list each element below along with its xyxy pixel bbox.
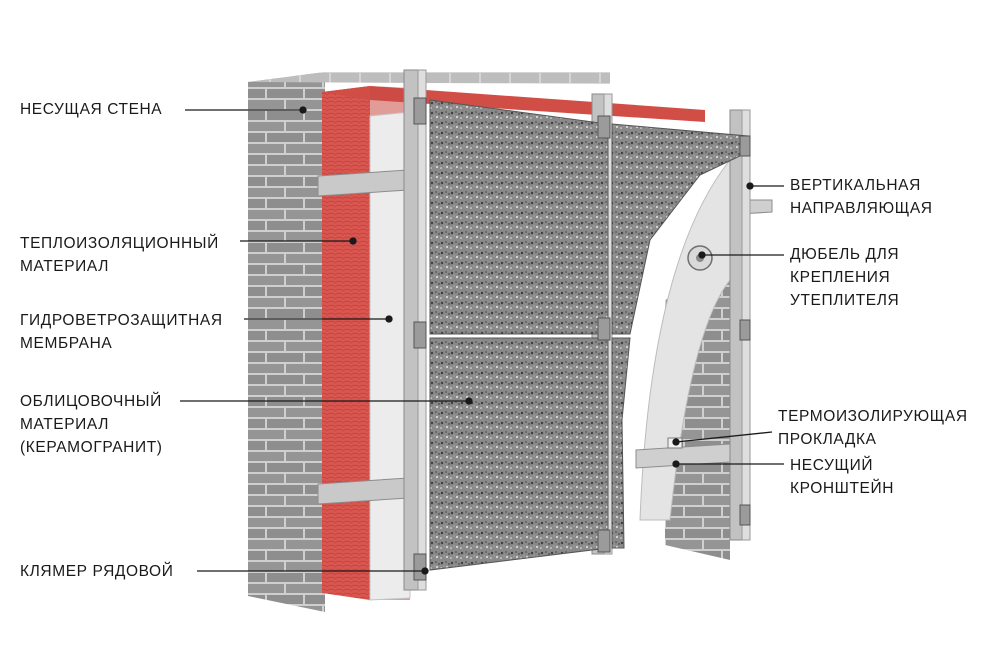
label-wall-line: НЕСУЩАЯ СТЕНА [20, 98, 162, 121]
label-dowel-line: КРЕПЛЕНИЯ [790, 266, 899, 289]
label-cladding-line: ОБЛИЦОВОЧНЫЙ [20, 390, 163, 413]
label-bracket: НЕСУЩИЙ КРОНШТЕЙН [790, 454, 894, 500]
label-cladding-line: (КЕРАМОГРАНИТ) [20, 436, 163, 459]
label-dowel: ДЮБЕЛЬ ДЛЯ КРЕПЛЕНИЯ УТЕПЛИТЕЛЯ [790, 243, 899, 312]
label-clamp-line: КЛЯМЕР РЯДОВОЙ [20, 560, 173, 583]
label-cladding: ОБЛИЦОВОЧНЫЙ МАТЕРИАЛ (КЕРАМОГРАНИТ) [20, 390, 163, 459]
label-cladding-line: МАТЕРИАЛ [20, 413, 163, 436]
label-vertical-rail-line: ВЕРТИКАЛЬНАЯ [790, 174, 933, 197]
label-bracket-line: НЕСУЩИЙ [790, 454, 894, 477]
label-membrane-line: ГИДРОВЕТРОЗАЩИТНАЯ [20, 309, 223, 332]
label-thermal-pad-line: ТЕРМОИЗОЛИРУЮЩАЯ [778, 405, 968, 428]
label-clamp: КЛЯМЕР РЯДОВОЙ [20, 560, 173, 583]
label-dowel-line: ДЮБЕЛЬ ДЛЯ [790, 243, 899, 266]
label-membrane-line: МЕМБРАНА [20, 332, 223, 355]
label-thermal-pad-line: ПРОКЛАДКА [778, 428, 968, 451]
label-thermal-pad: ТЕРМОИЗОЛИРУЮЩАЯ ПРОКЛАДКА [778, 405, 968, 451]
label-vertical-rail: ВЕРТИКАЛЬНАЯ НАПРАВЛЯЮЩАЯ [790, 174, 933, 220]
label-bracket-line: КРОНШТЕЙН [790, 477, 894, 500]
label-dowel-line: УТЕПЛИТЕЛЯ [790, 289, 899, 312]
label-insulation-line: ТЕПЛОИЗОЛЯЦИОННЫЙ [20, 232, 219, 255]
label-vertical-rail-line: НАПРАВЛЯЮЩАЯ [790, 197, 933, 220]
label-insulation: ТЕПЛОИЗОЛЯЦИОННЫЙ МАТЕРИАЛ [20, 232, 219, 278]
label-membrane: ГИДРОВЕТРОЗАЩИТНАЯ МЕМБРАНА [20, 309, 223, 355]
label-wall: НЕСУЩАЯ СТЕНА [20, 98, 162, 121]
label-insulation-line: МАТЕРИАЛ [20, 255, 219, 278]
